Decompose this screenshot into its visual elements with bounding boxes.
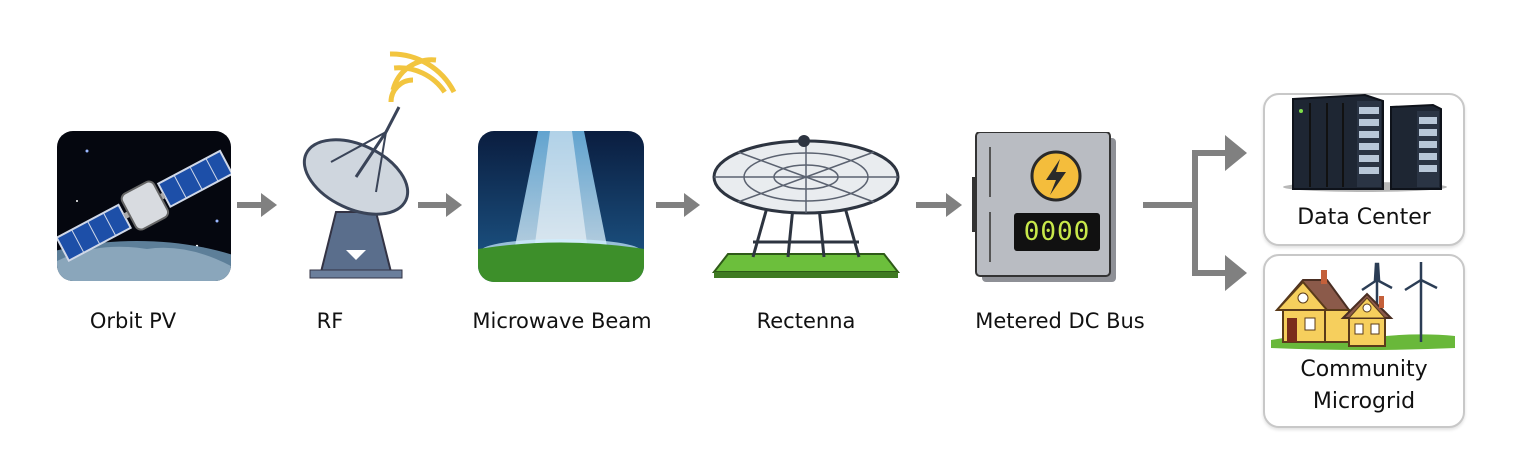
arrow-icon (916, 193, 962, 217)
branch-arrow-icon (1143, 133, 1247, 293)
arrow-icon (418, 193, 462, 217)
output-label-microgrid: Microgrid (1312, 389, 1416, 414)
arrow-icon (237, 193, 277, 217)
dish-transmitter-icon (296, 42, 461, 282)
stage-label-metered-dc-bus: Metered DC Bus (975, 309, 1145, 333)
meter-display: 0000 (1014, 213, 1100, 251)
server-rack-icon (1283, 93, 1447, 192)
output-data-center: Data Center (1263, 93, 1465, 246)
stage-label-orbit-pv: Orbit PV (89, 309, 177, 333)
output-label-community: Community (1300, 357, 1428, 382)
stage-label-microwave-beam: Microwave Beam (472, 309, 652, 333)
microwave-beam-icon (478, 131, 644, 282)
output-label-data-center: Data Center (1297, 205, 1431, 230)
stage-label-rf: RF (316, 309, 344, 333)
rectenna-icon (708, 132, 904, 282)
stage-label-rectenna: Rectenna (756, 309, 856, 333)
arrow-icon (656, 193, 700, 217)
meter-icon: 0000 (972, 132, 1120, 284)
houses-wind-turbines-icon (1271, 262, 1455, 350)
satellite-icon (57, 131, 231, 281)
output-community-microgrid: Community Microgrid (1263, 254, 1465, 428)
